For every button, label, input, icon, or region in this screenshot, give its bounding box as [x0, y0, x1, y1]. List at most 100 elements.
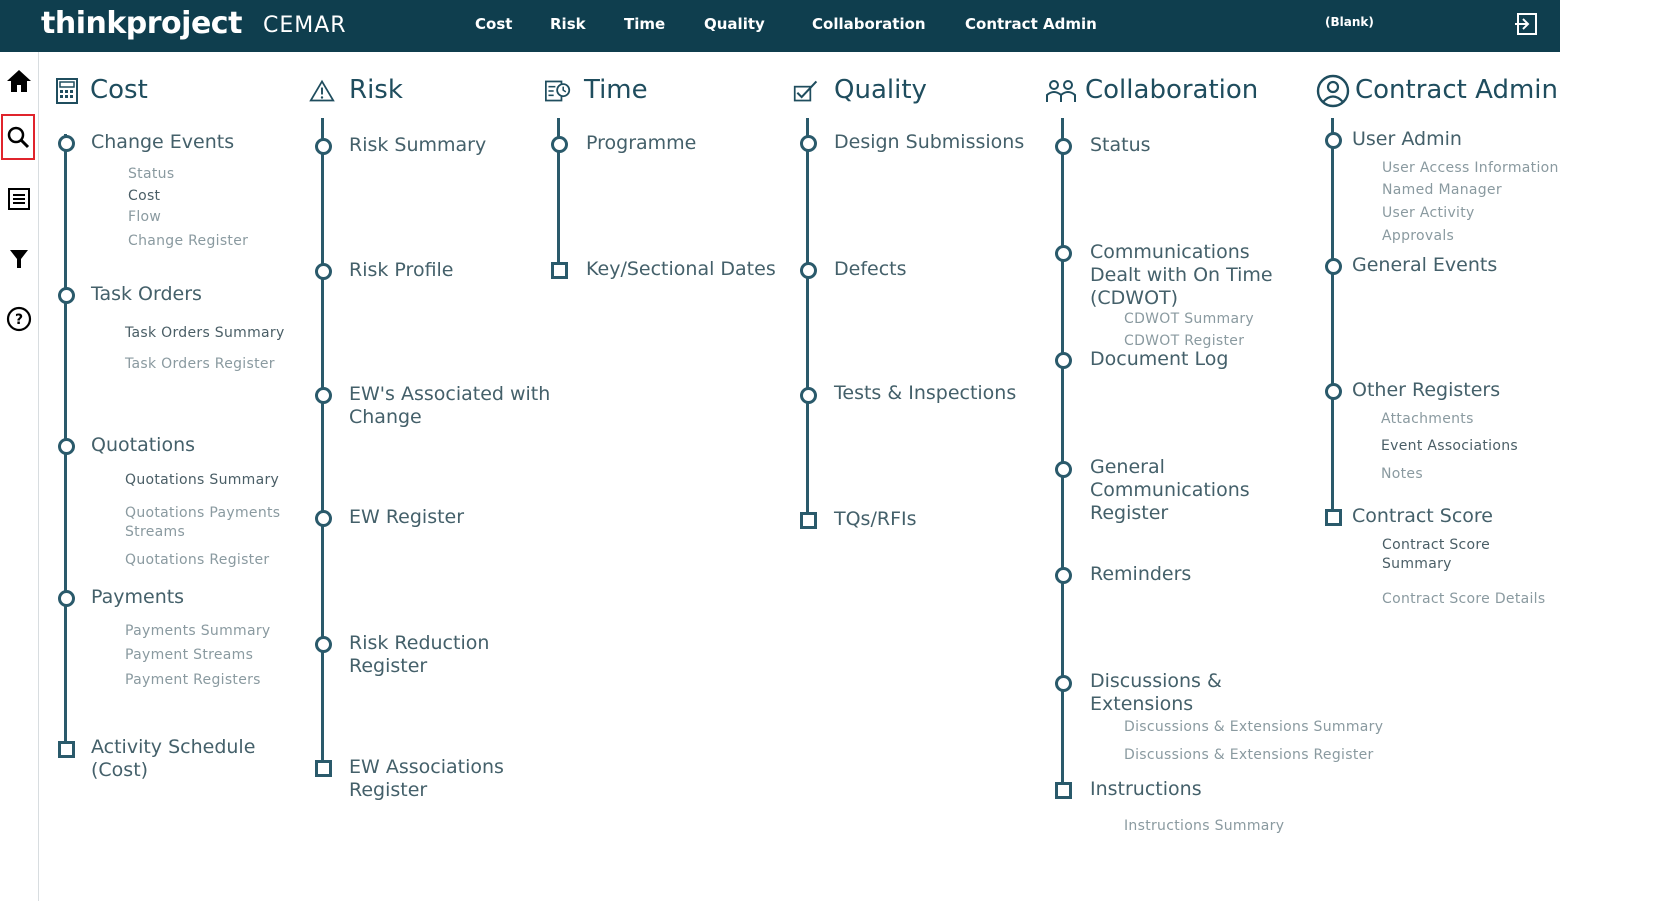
quotations-summary-link[interactable]: Quotations Summary — [125, 472, 280, 488]
people-icon — [1046, 80, 1076, 102]
cdwot-label-2[interactable]: Dealt with On Time — [1090, 264, 1273, 286]
risk-heading: Risk — [349, 75, 403, 105]
user-activity-link[interactable]: User Activity — [1382, 205, 1475, 221]
user-access-information-link[interactable]: User Access Information — [1382, 160, 1559, 176]
risk-reduction-register-label[interactable]: Register — [349, 655, 428, 677]
approvals-link[interactable]: Approvals — [1382, 228, 1455, 244]
user-filter-label[interactable]: (Blank) — [1325, 15, 1374, 29]
filter-button[interactable] — [2, 242, 36, 276]
cdwot-register-link[interactable]: CDWOT Register — [1124, 333, 1245, 349]
payments-summary-link[interactable]: Payments Summary — [125, 623, 271, 639]
risk-reduction-register-link[interactable]: Risk Reduction — [349, 632, 490, 654]
node — [1325, 132, 1342, 149]
programme-link[interactable]: Programme — [586, 132, 697, 154]
warning-icon — [309, 79, 335, 102]
list-icon — [8, 188, 30, 210]
search-button[interactable] — [1, 114, 35, 160]
list-button[interactable] — [2, 182, 36, 216]
contract-score-details-link[interactable]: Contract Score Details — [1382, 591, 1546, 607]
document-log-link[interactable]: Document Log — [1090, 348, 1229, 370]
contract-score-summary-link[interactable]: Contract Score — [1382, 537, 1491, 553]
contract-score-link[interactable]: Contract Score — [1352, 505, 1493, 527]
named-manager-link[interactable]: Named Manager — [1382, 182, 1502, 198]
ew-register-link[interactable]: EW Register — [349, 506, 465, 528]
gcr-label-2[interactable]: Communications — [1090, 479, 1250, 501]
event-associations-link[interactable]: Event Associations — [1381, 438, 1518, 454]
risk-timeline — [321, 118, 324, 770]
risk-summary-link[interactable]: Risk Summary — [349, 134, 487, 156]
brand-logo[interactable]: thinkproject — [41, 6, 242, 41]
design-submissions-link[interactable]: Design Submissions — [834, 131, 1025, 153]
tqs-rfis-link[interactable]: TQs/RFIs — [834, 508, 917, 530]
nav-collaboration[interactable]: Collaboration — [812, 15, 926, 33]
quality-check-icon — [793, 80, 818, 102]
change-register-link[interactable]: Change Register — [128, 233, 249, 249]
instructions-summary-link[interactable]: Instructions Summary — [1124, 818, 1285, 834]
ews-associated-change-label[interactable]: Change — [349, 406, 422, 428]
nav-contract-admin[interactable]: Contract Admin — [965, 15, 1097, 33]
quotations-link[interactable]: Quotations — [91, 434, 196, 456]
ew-associations-register-label[interactable]: Register — [349, 779, 428, 801]
quotations-streams-link[interactable]: Streams — [125, 524, 186, 540]
defects-link[interactable]: Defects — [834, 258, 907, 280]
cdwot-link[interactable]: Communications — [1090, 241, 1250, 263]
change-events-cost-link[interactable]: Cost — [128, 188, 161, 204]
node-end — [1325, 509, 1342, 526]
activity-schedule-link[interactable]: Activity Schedule — [91, 736, 256, 758]
payment-streams-link[interactable]: Payment Streams — [125, 647, 254, 663]
change-events-link[interactable]: Change Events — [91, 131, 235, 153]
user-admin-link[interactable]: User Admin — [1352, 128, 1462, 150]
instructions-link[interactable]: Instructions — [1090, 778, 1202, 800]
nav-cost[interactable]: Cost — [475, 15, 513, 33]
discussions-extensions-label-2[interactable]: Extensions — [1090, 693, 1194, 715]
contract-score-summary-label[interactable]: Summary — [1382, 556, 1452, 572]
ews-associated-link[interactable]: EW's Associated with — [349, 383, 551, 405]
filter-icon — [10, 250, 28, 268]
payment-registers-link[interactable]: Payment Registers — [125, 672, 261, 688]
task-orders-register-link[interactable]: Task Orders Register — [125, 356, 275, 372]
quotations-register-link[interactable]: Quotations Register — [125, 552, 270, 568]
risk-profile-link[interactable]: Risk Profile — [349, 259, 454, 281]
reminders-link[interactable]: Reminders — [1090, 563, 1192, 585]
general-communications-register-link[interactable]: General — [1090, 456, 1165, 478]
node — [800, 387, 817, 404]
schedule-icon — [545, 80, 571, 102]
node — [1055, 245, 1072, 262]
nav-time[interactable]: Time — [624, 15, 666, 33]
other-registers-link[interactable]: Other Registers — [1352, 379, 1501, 401]
status-link[interactable]: Status — [1090, 134, 1151, 156]
gcr-label-3[interactable]: Register — [1090, 502, 1169, 524]
home-icon — [7, 70, 31, 92]
node — [1055, 352, 1072, 369]
node — [315, 138, 332, 155]
nav-quality[interactable]: Quality — [704, 15, 765, 33]
logout-icon[interactable] — [1514, 12, 1540, 36]
tests-inspections-link[interactable]: Tests & Inspections — [834, 382, 1017, 404]
attachments-link[interactable]: Attachments — [1381, 411, 1474, 427]
nav-risk[interactable]: Risk — [550, 15, 586, 33]
ew-associations-register-link[interactable]: EW Associations — [349, 756, 504, 778]
discussions-extensions-link[interactable]: Discussions & — [1090, 670, 1222, 692]
node-end — [58, 741, 75, 758]
change-events-status-link[interactable]: Status — [128, 166, 175, 182]
home-button[interactable] — [2, 64, 36, 98]
node — [1325, 383, 1342, 400]
task-orders-summary-link[interactable]: Task Orders Summary — [125, 325, 285, 341]
contract-admin-heading: Contract Admin — [1355, 75, 1558, 105]
cdwot-summary-link[interactable]: CDWOT Summary — [1124, 311, 1254, 327]
discussions-extensions-register-link[interactable]: Discussions & Extensions Register — [1124, 747, 1374, 763]
activity-schedule-cost-label[interactable]: (Cost) — [91, 759, 149, 781]
user-circle-icon — [1316, 74, 1350, 108]
payments-link[interactable]: Payments — [91, 586, 185, 608]
help-button[interactable]: ? — [2, 302, 36, 336]
quotations-payments-link[interactable]: Quotations Payments — [125, 505, 281, 521]
change-events-flow-link[interactable]: Flow — [128, 209, 162, 225]
cdwot-label-3[interactable]: (CDWOT) — [1090, 287, 1179, 309]
node-end — [551, 262, 568, 279]
notes-link[interactable]: Notes — [1381, 466, 1423, 482]
general-events-link[interactable]: General Events — [1352, 254, 1498, 276]
key-sectional-dates-link[interactable]: Key/Sectional Dates — [586, 258, 776, 280]
node — [1055, 138, 1072, 155]
discussions-extensions-summary-link[interactable]: Discussions & Extensions Summary — [1124, 719, 1384, 735]
task-orders-link[interactable]: Task Orders — [91, 283, 202, 305]
